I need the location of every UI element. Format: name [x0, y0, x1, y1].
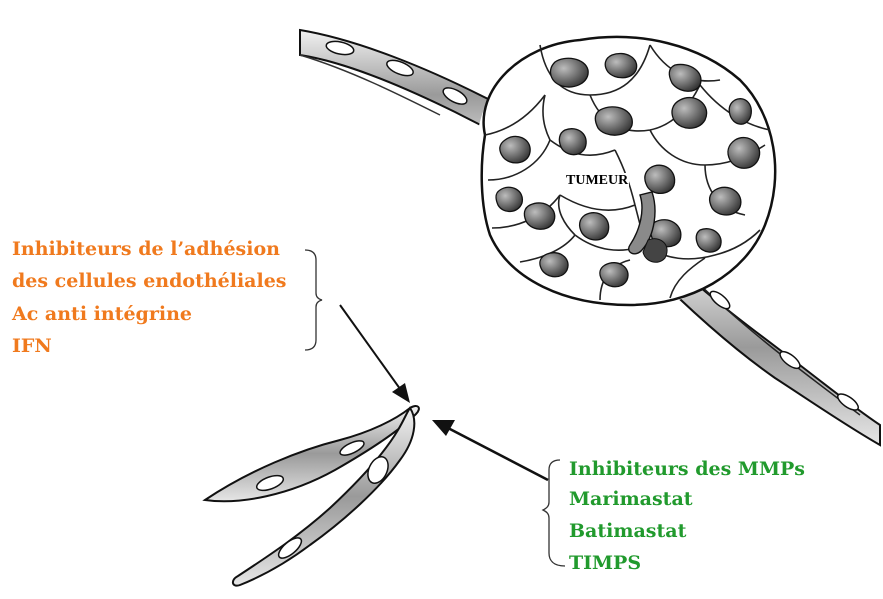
orange-brace — [305, 250, 322, 350]
green-line-2: Marimastat — [569, 488, 693, 511]
tumor-label: TUMEUR — [565, 173, 629, 189]
green-arrow — [432, 420, 548, 480]
orange-line-2: des cellules endothéliales — [12, 270, 287, 293]
green-brace — [543, 460, 565, 566]
green-line-3: Batimastat — [569, 520, 686, 543]
tumor-cluster — [475, 10, 775, 310]
green-line-1: Inhibiteurs des MMPs — [569, 458, 805, 481]
orange-arrow — [340, 305, 410, 403]
endothelial-cell — [205, 406, 419, 586]
orange-line-4: IFN — [12, 335, 52, 358]
orange-line-1: Inhibiteurs de l’adhésion — [12, 238, 280, 261]
green-line-4: TIMPS — [569, 552, 641, 575]
orange-line-3: Ac anti intégrine — [12, 303, 192, 326]
